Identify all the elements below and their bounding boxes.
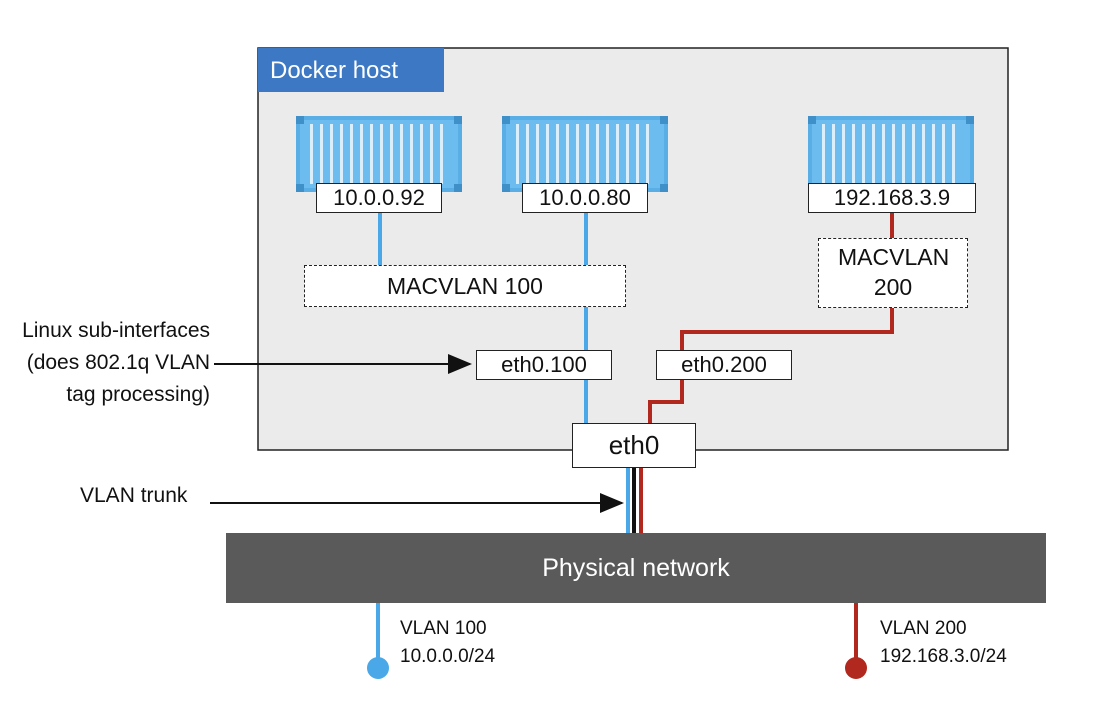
vlan100-subnet: 10.0.0.0/24 [400, 646, 496, 667]
vlan100-name: VLAN 100 [400, 618, 487, 639]
container-3-icon [808, 116, 974, 192]
link-macvlan200-eth0200 [680, 307, 894, 350]
container-3-ip: 192.168.3.9 [808, 183, 976, 213]
physical-network-bar [226, 533, 1046, 603]
trunk-annotation: VLAN trunk [80, 484, 188, 507]
vlan200-endpoint [845, 657, 867, 679]
subif-annotation-line2: (does 802.1q VLAN [26, 351, 210, 374]
eth0-100-interface: eth0.100 [476, 350, 612, 380]
link-eth0200-eth0 [648, 380, 684, 423]
vlan200-subnet: 192.168.3.0/24 [880, 646, 1007, 667]
macvlan-100-box: MACVLAN 100 [304, 265, 626, 307]
eth0-interface: eth0 [572, 423, 696, 468]
container-2-ip: 10.0.0.80 [522, 183, 648, 213]
subif-annotation-line1: Linux sub-interfaces [22, 319, 210, 342]
eth0-200-interface: eth0.200 [656, 350, 792, 380]
physical-network-label: Physical network [542, 554, 730, 582]
macvlan-200-label: MACVLAN 200 [838, 244, 950, 300]
vlan100-endpoint [367, 657, 389, 679]
docker-host-title-bg [258, 48, 444, 92]
subif-annotation-line3: tag processing) [66, 383, 210, 406]
container-2-icon [502, 116, 668, 192]
container-1-ip: 10.0.0.92 [316, 183, 442, 213]
container-1-icon [296, 116, 462, 192]
macvlan-200-box: MACVLAN 200 [818, 238, 968, 308]
vlan200-name: VLAN 200 [880, 618, 967, 639]
docker-host-title: Docker host [270, 57, 399, 84]
